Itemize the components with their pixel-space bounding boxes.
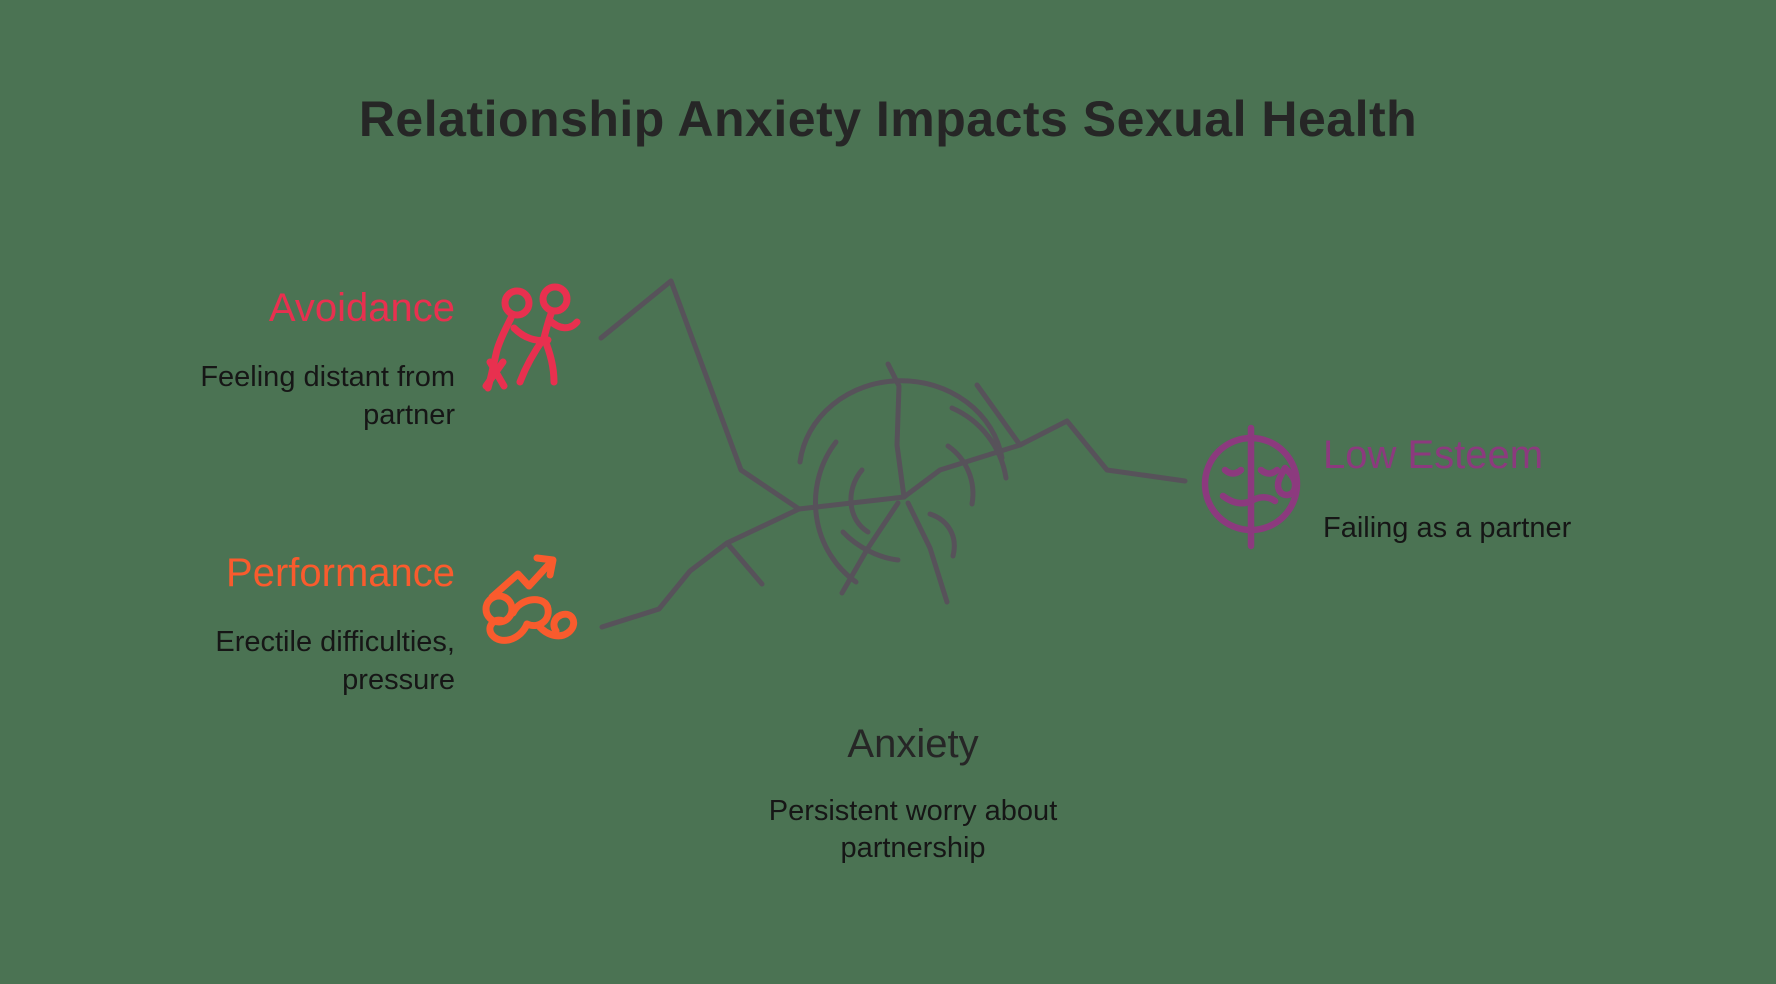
scribble-top-line [885,361,907,500]
node-avoidance: Avoidance Feeling distant from partner [150,286,455,434]
scribble-arc-ne-outer [949,405,1009,481]
scribble-hook [927,511,957,559]
connector-performance [599,506,802,630]
scribble-arc-inner-left [848,467,871,535]
node-low-esteem: Low Esteem Failing as a partner [1323,433,1653,548]
scribble-arc-ne-inner [945,443,976,507]
connector-branch [724,540,765,587]
connector-low-esteem [901,418,1188,500]
page-title: Relationship Anxiety Impacts Sexual Heal… [358,91,1418,147]
anxiety-label: Anxiety [847,722,979,766]
anxiety-description: Persistent worry about partnership [768,795,1058,865]
connector-avoidance [598,278,907,512]
scribble-arc-bottom [840,529,901,563]
situp-progress-arrow-icon [482,554,578,644]
node-performance: Performance Erectile difficulties, press… [150,551,455,699]
scribble-stray-ne [974,382,1023,448]
performance-description: Erectile difficulties, pressure [215,626,455,696]
performance-label: Performance [226,551,455,595]
avoidance-description: Feeling distant from partner [200,361,455,431]
scribble-arc-top [797,378,1005,465]
node-anxiety: Anxiety Persistent worry about partnersh… [713,722,1113,867]
scribble-down-right [905,500,950,605]
sad-face-tear-icon [1201,424,1301,550]
walking-couple-icon [482,283,581,392]
low-esteem-description: Failing as a partner [1323,512,1572,544]
low-esteem-label: Low Esteem [1323,433,1544,477]
scribble-arc-left [812,439,859,585]
avoidance-label: Avoidance [268,286,455,330]
